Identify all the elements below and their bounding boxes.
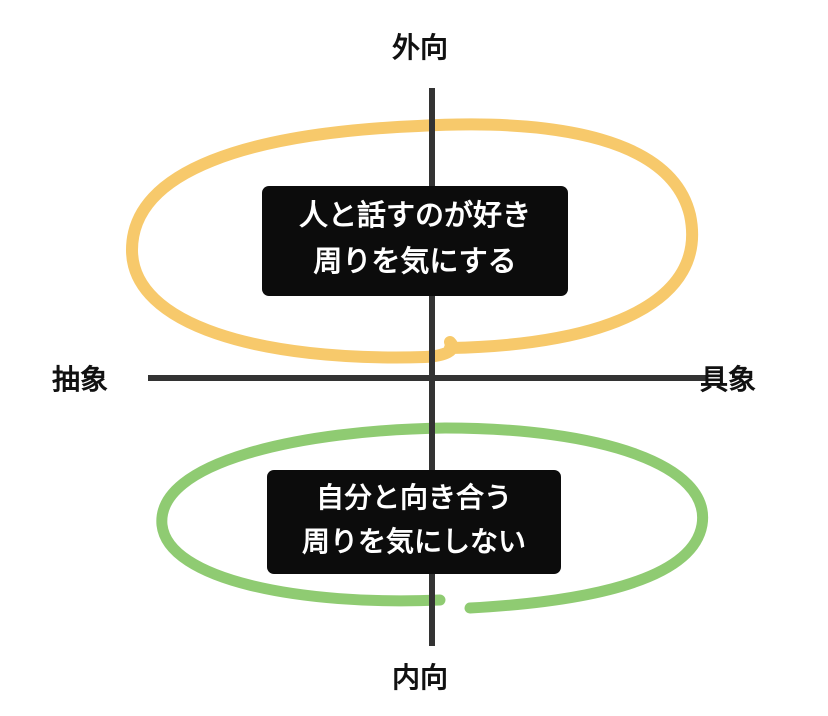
introvert-description-line2: 周りを気にしない: [301, 525, 526, 558]
bottom-loop-highlight: [156, 422, 709, 614]
top-loop-highlight: [126, 118, 698, 364]
axis-label-concrete: 具象: [700, 363, 757, 396]
axis-label-introvert: 内向: [392, 661, 449, 694]
introvert-description-box: 自分と向き合う 周りを気にしない: [267, 470, 561, 574]
extrovert-description-line1: 人と話すのが好き: [298, 198, 531, 232]
axis-label-abstract: 抽象: [52, 363, 109, 396]
introvert-description-line1: 自分と向き合う: [315, 481, 512, 514]
extrovert-description-line2: 周りを気にする: [313, 244, 517, 278]
extrovert-description-box: 人と話すのが好き 周りを気にする: [262, 186, 568, 296]
axis-label-extrovert: 外向: [392, 31, 449, 64]
